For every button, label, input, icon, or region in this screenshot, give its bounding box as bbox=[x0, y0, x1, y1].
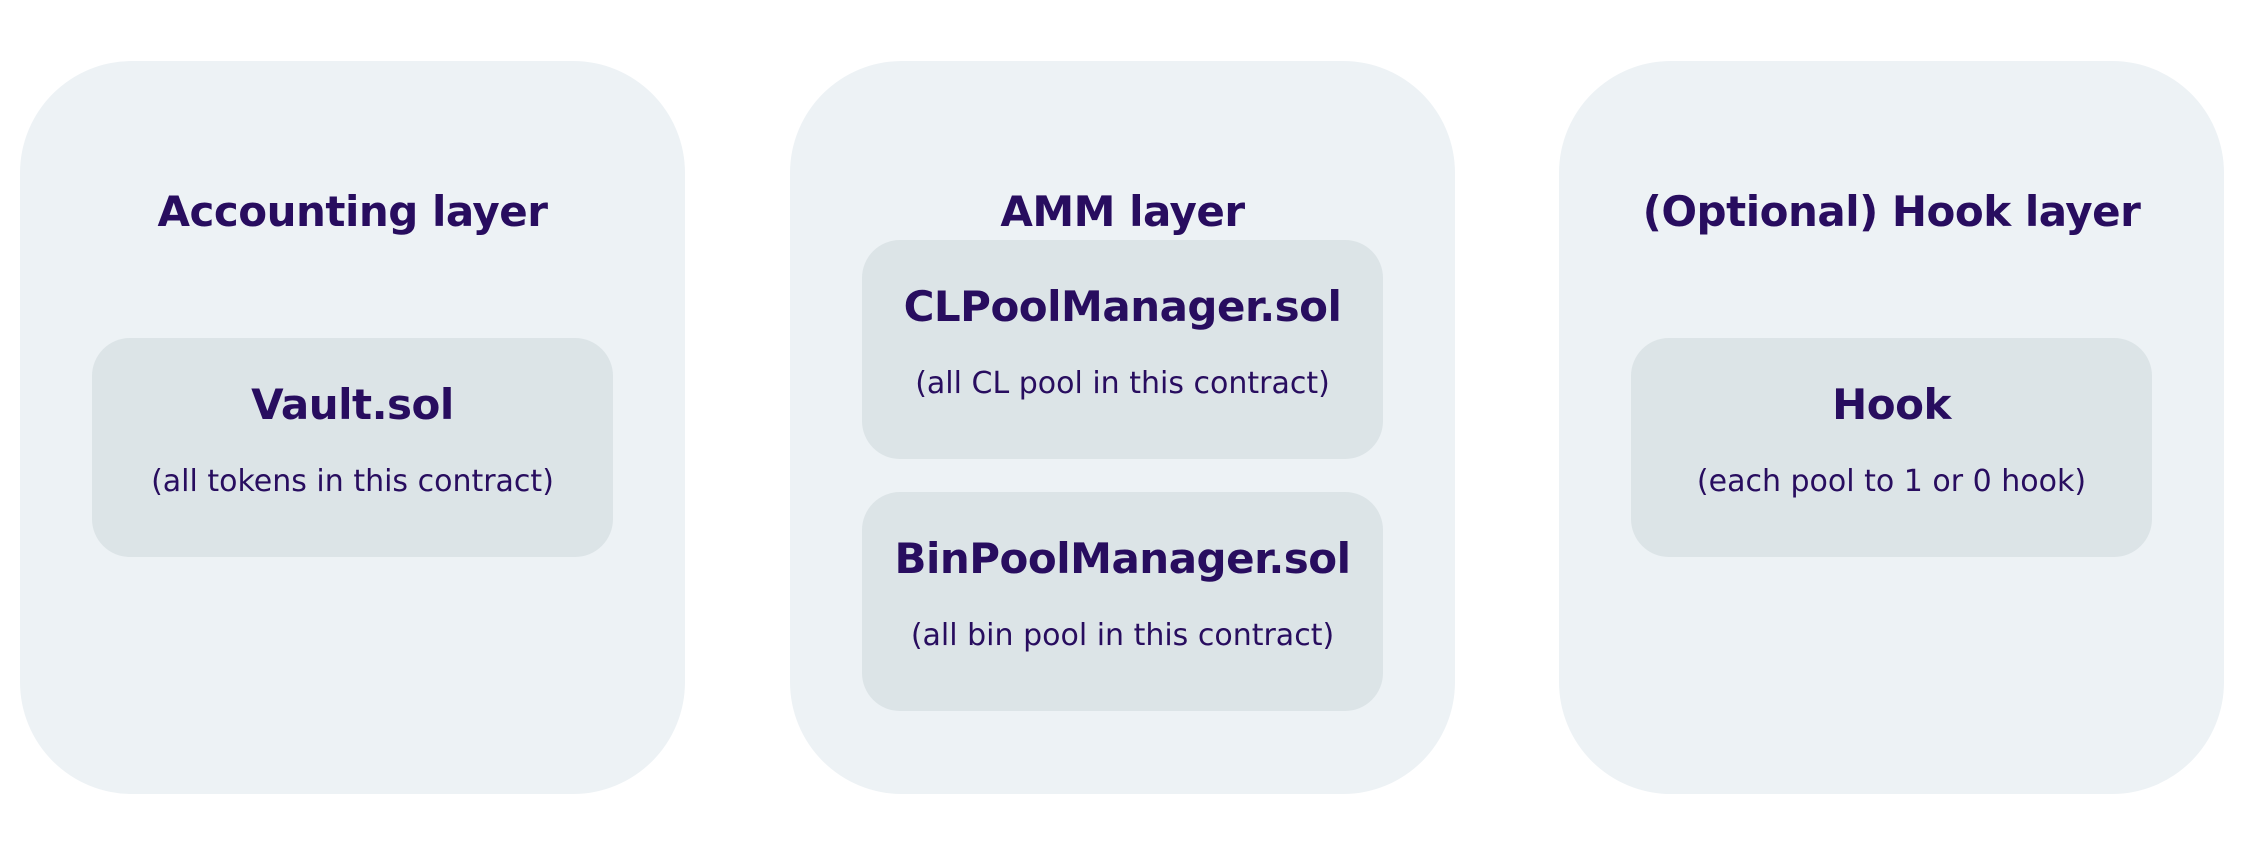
vault-contract-title: Vault.sol bbox=[251, 380, 454, 429]
hook-contract-description: (each pool to 1 or 0 hook) bbox=[1696, 464, 2087, 499]
amm-layer-title: AMM layer bbox=[1000, 187, 1245, 236]
hook-layer-panel: (Optional) Hook layer Hook (each pool to… bbox=[1559, 61, 2224, 794]
amm-layer-panel: AMM layer CLPoolManager.sol (all CL pool… bbox=[790, 61, 1455, 794]
vault-contract-box: Vault.sol (all tokens in this contract) bbox=[92, 338, 613, 557]
bin-pool-manager-title: BinPoolManager.sol bbox=[894, 534, 1351, 583]
accounting-layer-panel: Accounting layer Vault.sol (all tokens i… bbox=[20, 61, 685, 794]
bin-pool-manager-box: BinPoolManager.sol (all bin pool in this… bbox=[862, 492, 1383, 711]
hook-contract-box: Hook (each pool to 1 or 0 hook) bbox=[1631, 338, 2152, 557]
cl-pool-manager-title: CLPoolManager.sol bbox=[903, 282, 1342, 331]
bin-pool-manager-description: (all bin pool in this contract) bbox=[910, 618, 1335, 653]
accounting-layer-title: Accounting layer bbox=[157, 187, 548, 236]
hook-layer-title: (Optional) Hook layer bbox=[1642, 187, 2141, 236]
cl-pool-manager-description: (all CL pool in this contract) bbox=[915, 366, 1330, 401]
hook-contract-title: Hook bbox=[1832, 380, 1951, 429]
cl-pool-manager-box: CLPoolManager.sol (all CL pool in this c… bbox=[862, 240, 1383, 459]
vault-contract-description: (all tokens in this contract) bbox=[151, 464, 554, 499]
